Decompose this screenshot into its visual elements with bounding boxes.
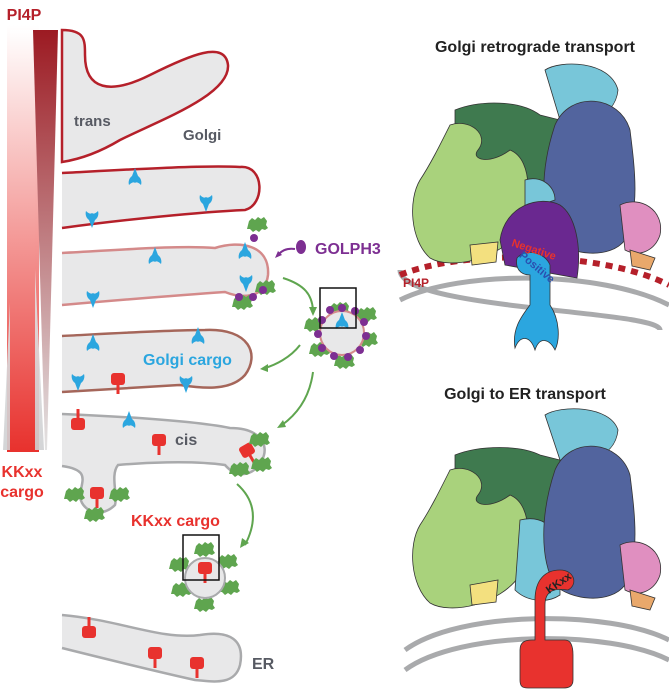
- copi-complex-er: [403, 408, 669, 689]
- golgi-cargo-label: Golgi cargo: [143, 352, 232, 369]
- pi4p-membrane-label: PI4P: [403, 276, 429, 290]
- golph3-icon: [250, 234, 258, 242]
- transport-arrow: [282, 277, 314, 311]
- cis-cisterna: [61, 412, 266, 514]
- golph3-label: GOLPH3: [315, 241, 381, 258]
- zoom-box-kkxx-cargo: [182, 534, 220, 581]
- copi-vesicle-golgi: [304, 302, 378, 369]
- cis-label: cis: [175, 432, 197, 449]
- golph3-icon: [249, 293, 257, 301]
- copi-complex-retrograde: [397, 63, 669, 352]
- copi-coat-icon: [247, 217, 268, 232]
- kkxx-gradient: [10, 30, 35, 450]
- kkxx-cargo-icon: [71, 409, 85, 430]
- medial-cisterna: [61, 243, 270, 307]
- zoom-box-golgi-cargo: [319, 287, 357, 329]
- kkxx-gradient-label: KKxx: [2, 464, 43, 481]
- cis-medial-cisterna: [61, 328, 253, 394]
- cargo-gradient-label: cargo: [0, 484, 44, 501]
- pi4p-gradient-wedge: [33, 30, 58, 450]
- transport-arrow: [281, 371, 314, 426]
- transport-arrow: [236, 483, 254, 546]
- copi-coat-icon: [64, 487, 85, 502]
- golph3-icon: [235, 293, 243, 301]
- pi4p-gradient-label: PI4P: [7, 7, 42, 24]
- retrograde-title: Golgi retrograde transport: [435, 39, 636, 56]
- copi-vesicle-kkxx: [169, 542, 240, 612]
- er-label: ER: [252, 656, 275, 673]
- golph3-molecule-icon: [296, 240, 306, 254]
- trans-label: trans: [74, 113, 111, 130]
- medial-trans-cisterna: [61, 165, 261, 230]
- kkxx-cargo-icon: [111, 373, 125, 394]
- golph3-icon: [259, 286, 267, 294]
- trans-cisterna: [60, 28, 230, 164]
- golgi-to-er-title: Golgi to ER transport: [444, 386, 606, 403]
- kkxx-cargo-label: KKxx cargo: [131, 513, 220, 530]
- transport-arrow: [264, 344, 301, 369]
- golgi-label: Golgi: [183, 127, 221, 144]
